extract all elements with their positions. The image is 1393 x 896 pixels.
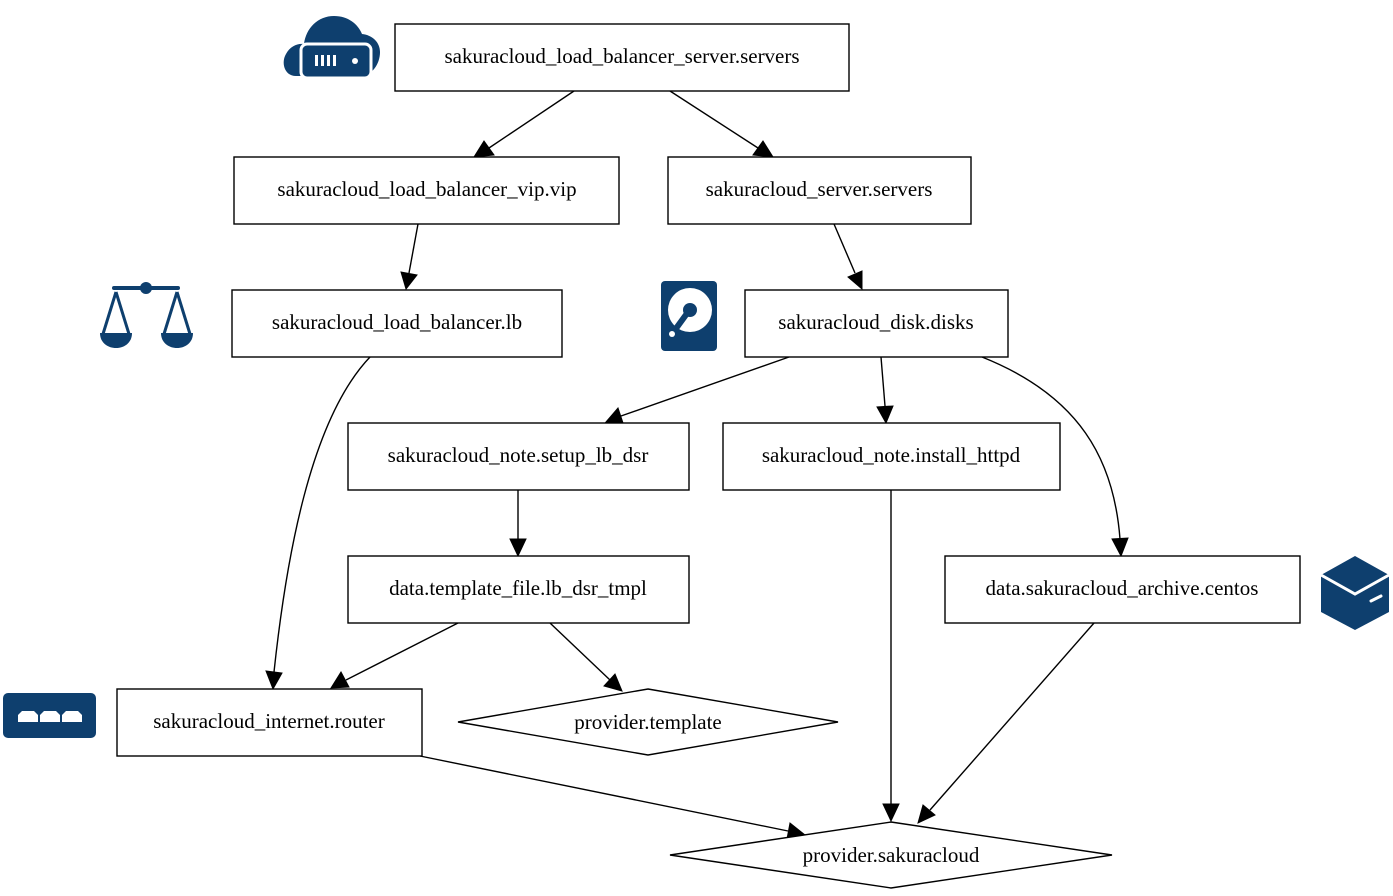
hard-disk-icon	[661, 281, 717, 351]
edge-lb-server-to-lb-vip	[473, 90, 575, 158]
edge-server-to-disk	[833, 223, 863, 291]
node-lb-vip[interactable]: sakuracloud_load_balancer_vip.vip	[233, 156, 620, 225]
edge-disk-to-note-setup	[604, 356, 790, 424]
node-label: sakuracloud_note.install_httpd	[762, 443, 1021, 467]
node-internet-router[interactable]: sakuracloud_internet.router	[116, 688, 423, 757]
node-label: sakuracloud_load_balancer_vip.vip	[277, 177, 576, 201]
node-label: data.template_file.lb_dsr_tmpl	[389, 576, 647, 600]
node-label: provider.template	[574, 710, 722, 734]
node-label: sakuracloud_load_balancer.lb	[272, 310, 522, 334]
node-label: sakuracloud_note.setup_lb_dsr	[388, 443, 649, 467]
edge-note-install-to-provider-sakuracloud	[882, 490, 900, 823]
edge-disk-to-archive	[981, 356, 1129, 558]
node-server-servers[interactable]: sakuracloud_server.servers	[667, 156, 972, 225]
node-label: sakuracloud_internet.router	[153, 709, 385, 733]
nodes: sakuracloud_load_balancer_server.servers…	[116, 23, 1301, 889]
node-provider-template[interactable]: provider.template	[457, 688, 839, 756]
node-label: provider.sakuracloud	[803, 843, 980, 867]
node-template-file[interactable]: data.template_file.lb_dsr_tmpl	[347, 555, 690, 624]
edge-lb-server-to-server-servers	[669, 90, 774, 158]
edge-router-to-provider-sakuracloud	[419, 755, 807, 840]
edge-archive-to-provider-sakuracloud	[917, 622, 1095, 824]
node-note-install-httpd[interactable]: sakuracloud_note.install_httpd	[722, 422, 1061, 491]
edge-template-file-to-provider-template	[549, 622, 623, 692]
edge-load-balancer-to-router	[265, 356, 371, 691]
node-label: sakuracloud_disk.disks	[778, 310, 973, 334]
edge-disk-to-note-install	[876, 356, 894, 425]
balance-scale-icon	[100, 282, 193, 348]
edges	[265, 90, 1129, 840]
node-label: sakuracloud_load_balancer_server.servers	[444, 44, 799, 68]
node-provider-sakuracloud[interactable]: provider.sakuracloud	[669, 821, 1113, 889]
edge-lb-vip-to-load-balancer	[400, 223, 419, 291]
node-disk-disks[interactable]: sakuracloud_disk.disks	[744, 289, 1009, 358]
node-note-setup-lb-dsr[interactable]: sakuracloud_note.setup_lb_dsr	[347, 422, 690, 491]
node-archive-centos[interactable]: data.sakuracloud_archive.centos	[944, 555, 1301, 624]
archive-box-icon	[1320, 556, 1390, 630]
router-icon	[3, 693, 96, 738]
edge-template-file-to-router	[330, 622, 459, 689]
node-label: data.sakuracloud_archive.centos	[986, 576, 1259, 600]
cloud-server-icon	[283, 16, 380, 80]
node-label: sakuracloud_server.servers	[706, 177, 933, 201]
node-load-balancer-lb[interactable]: sakuracloud_load_balancer.lb	[231, 289, 563, 358]
node-lb-server-servers[interactable]: sakuracloud_load_balancer_server.servers	[394, 23, 850, 92]
edge-note-setup-to-template-file	[509, 490, 527, 558]
